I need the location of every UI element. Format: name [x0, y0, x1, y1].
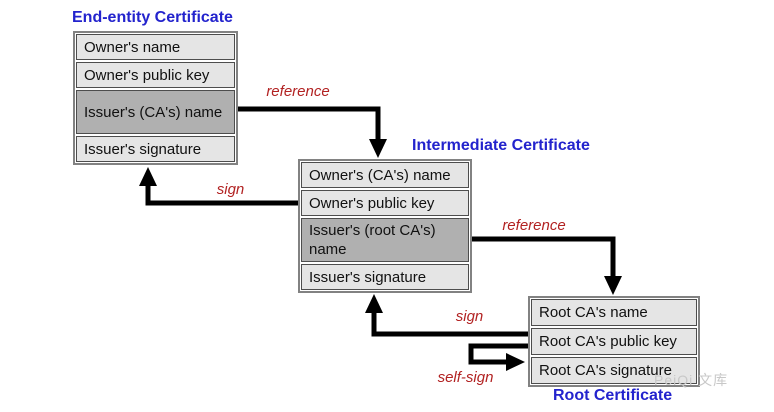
- cert-row-owners-ca-name: Owner's (CA's) name: [301, 162, 469, 188]
- cert-row-issuers-signature: Issuer's signature: [301, 264, 469, 290]
- self-sign-label: self-sign: [437, 369, 494, 386]
- cert-row-owners-public-key: Owner's public key: [301, 190, 469, 216]
- cert-row-root-ca-name: Root CA's name: [531, 299, 697, 326]
- reference-label-2: reference: [502, 217, 566, 234]
- intermediate-certificate-title: Intermediate Certificate: [412, 137, 590, 154]
- cert-row-owners-name: Owner's name: [76, 34, 235, 60]
- reference-arrow-2: [472, 236, 622, 295]
- cert-row-owners-public-key: Owner's public key: [76, 62, 235, 88]
- self-sign-arrow: [468, 343, 528, 371]
- root-certificate-box: Root CA's name Root CA's public key Root…: [528, 296, 700, 387]
- watermark-text: PeiQi 文库: [654, 372, 729, 388]
- cert-row-root-ca-signature: Root CA's signature: [531, 357, 697, 384]
- cert-row-issuers-name: Issuer's (CA's) name: [76, 90, 235, 134]
- end-entity-certificate-title: End-entity Certificate: [72, 9, 233, 26]
- cert-row-issuers-signature: Issuer's signature: [76, 136, 235, 162]
- intermediate-certificate-box: Owner's (CA's) name Owner's public key I…: [298, 159, 472, 293]
- root-certificate-title: Root Certificate: [553, 387, 673, 404]
- sign-label-1: sign: [216, 181, 245, 198]
- reference-label-1: reference: [266, 83, 330, 100]
- cert-row-issuers-root-ca-name: Issuer's (root CA's) name: [301, 218, 469, 262]
- cert-row-root-ca-public-key: Root CA's public key: [531, 328, 697, 355]
- sign-label-2: sign: [455, 308, 484, 325]
- reference-arrow-1: [238, 106, 387, 158]
- end-entity-certificate-box: Owner's name Owner's public key Issuer's…: [73, 31, 238, 165]
